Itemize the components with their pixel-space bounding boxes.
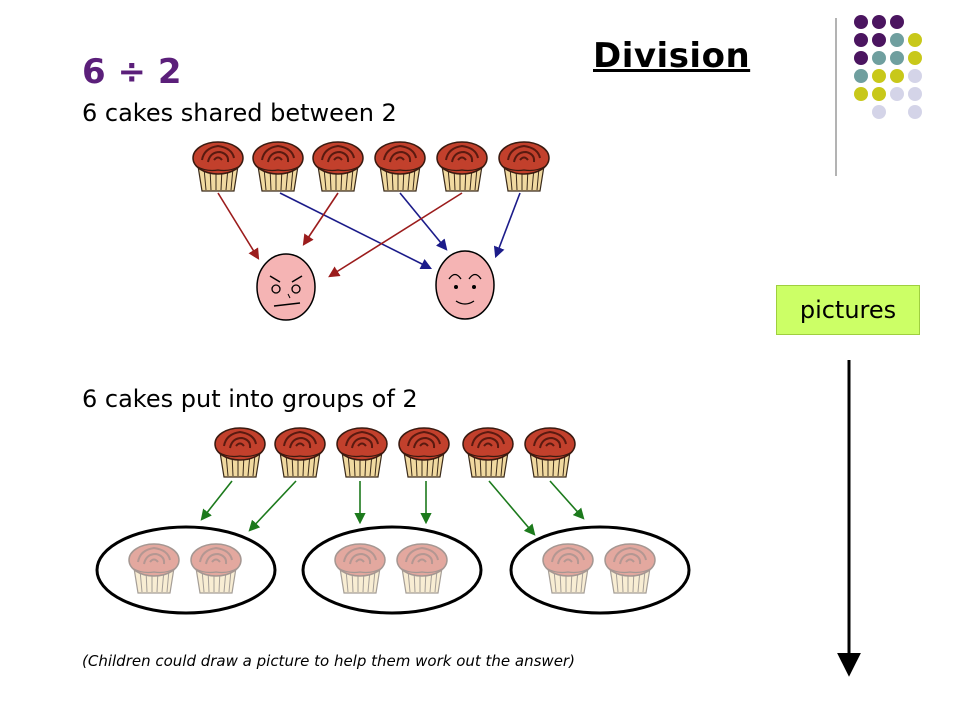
cupcake-icon — [192, 141, 244, 192]
group-arrow — [248, 480, 297, 532]
sharing-arrows — [217, 192, 521, 278]
cupcake-icon — [436, 141, 488, 192]
decorative-dot — [872, 105, 886, 119]
cupcake-icon — [334, 543, 386, 594]
grouping-arrows — [200, 480, 585, 536]
decorative-dot — [872, 33, 886, 47]
decorative-dot — [854, 87, 868, 101]
decorative-dot — [908, 87, 922, 101]
cupcake-icon — [604, 543, 656, 594]
decorative-dot — [854, 15, 868, 29]
happy-face-icon — [435, 250, 495, 320]
decorative-dot — [890, 51, 904, 65]
cupcake-icon — [462, 427, 514, 478]
group-oval — [301, 525, 483, 615]
division-equation: 6 ÷ 2 — [82, 52, 182, 92]
cupcake-icon — [128, 543, 180, 594]
teacher-note: (Children could draw a picture to help t… — [82, 652, 575, 670]
slide-title: Division — [593, 36, 751, 76]
bottom-cupcake-row — [214, 427, 576, 478]
group-arrow — [549, 480, 585, 520]
cupcake-icon — [498, 141, 550, 192]
shared-between-heading: 6 cakes shared between 2 — [82, 99, 397, 127]
decorative-dot — [890, 15, 904, 29]
pictures-badge: pictures — [776, 285, 920, 335]
decorative-dot — [890, 69, 904, 83]
cupcake-icon — [312, 141, 364, 192]
share-arrow — [328, 192, 463, 278]
cupcake-icon — [190, 543, 242, 594]
share-arrow — [302, 192, 339, 246]
decorative-dot — [908, 33, 922, 47]
group-oval — [95, 525, 277, 615]
top-cupcake-row — [192, 141, 550, 192]
groups-of-heading: 6 cakes put into groups of 2 — [82, 385, 418, 413]
share-arrow — [279, 192, 433, 270]
cupcake-icon — [274, 427, 326, 478]
group-oval — [509, 525, 691, 615]
group-arrow — [488, 480, 536, 536]
decorative-dot — [872, 69, 886, 83]
cross-face-icon — [256, 253, 316, 321]
decorative-dot — [872, 15, 886, 29]
decorative-dot — [908, 69, 922, 83]
decorative-dot — [908, 105, 922, 119]
cupcake-groups — [95, 525, 691, 615]
cupcake-icon — [214, 427, 266, 478]
decorative-dot — [890, 87, 904, 101]
share-arrow — [399, 192, 448, 251]
cupcake-icon — [336, 427, 388, 478]
cupcake-icon — [374, 141, 426, 192]
cupcake-icon — [524, 427, 576, 478]
decorative-dot — [854, 51, 868, 65]
decorative-dot — [890, 33, 904, 47]
decorative-dot — [908, 51, 922, 65]
cupcake-icon — [398, 427, 450, 478]
decorative-dot — [872, 51, 886, 65]
decorative-dot — [854, 33, 868, 47]
group-arrow — [200, 480, 233, 521]
cupcake-icon — [542, 543, 594, 594]
cupcake-icon — [396, 543, 448, 594]
decorative-dot — [854, 69, 868, 83]
cupcake-icon — [252, 141, 304, 192]
decorative-dot — [872, 87, 886, 101]
share-arrow — [493, 192, 521, 259]
share-arrow — [217, 192, 260, 260]
